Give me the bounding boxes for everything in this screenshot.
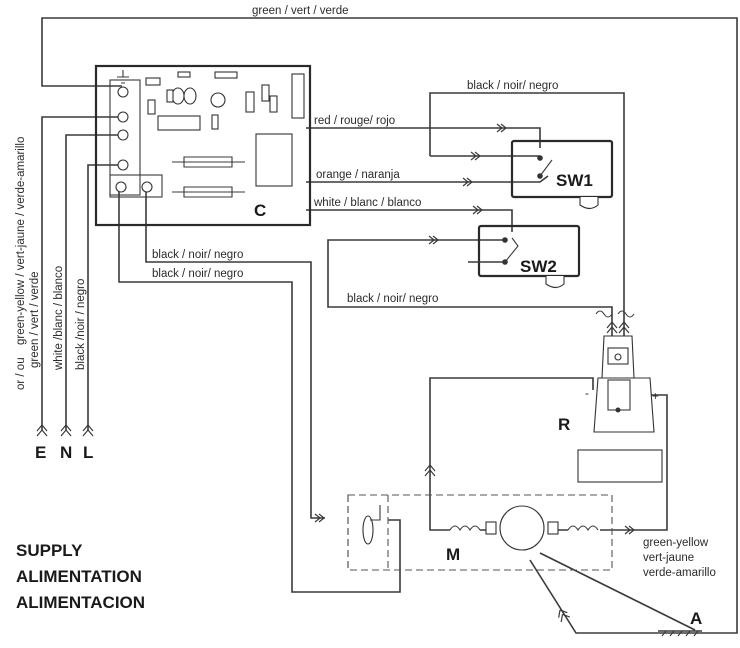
capacitor: [183, 87, 197, 105]
diode: [211, 114, 219, 130]
rectifier-minus: -: [585, 388, 589, 400]
brush-right: [547, 521, 559, 535]
label-gy-right-3: verde-amarillo: [643, 567, 716, 579]
terminal-3: [117, 129, 129, 141]
terminal-earth: E: [35, 443, 46, 462]
capacitor-block: [255, 133, 293, 187]
motor-divider: [347, 495, 389, 570]
wire-sw2-loop: [327, 239, 613, 320]
capacitor: [171, 87, 185, 105]
label-gy-left: green-yellow / vert-jaune / verde-amaril…: [15, 137, 27, 345]
rectifier-body: [593, 377, 655, 433]
rectifier-plus: +: [652, 391, 659, 403]
label-black-left: black /noir / negro: [75, 279, 87, 370]
relay: [291, 73, 305, 119]
rectifier-dot: [615, 407, 621, 413]
sw1-contact: [537, 155, 543, 161]
wire-black-c1: [145, 186, 325, 519]
sw1-lever: [539, 159, 553, 177]
resistor-large: [172, 156, 245, 168]
label-gy-right-1: green-yellow: [643, 537, 709, 549]
diode: [166, 89, 174, 103]
wire-black-top: [429, 92, 625, 320]
label-black-sw2: black / noir/ negro: [347, 293, 438, 305]
wire-red: [306, 127, 541, 148]
rectifier-base: [577, 449, 663, 483]
sw2-actuator: [545, 276, 565, 289]
switch2-box: [477, 224, 581, 278]
label-black-top: black / noir/ negro: [467, 80, 558, 92]
label-green-top: green / vert / verde: [252, 5, 349, 17]
wire-supply-live: [87, 164, 122, 430]
resistor-large: [172, 186, 245, 198]
earth-symbol-icon: [117, 70, 129, 84]
ic-chip: [157, 115, 201, 131]
terminal-1: [117, 86, 129, 98]
switch1-box: [510, 139, 614, 199]
terminal-4: [117, 159, 129, 171]
wire-gy-right: [539, 552, 696, 631]
diode: [261, 84, 270, 102]
ground-hatch-icon: [661, 630, 699, 637]
wire-green-top: [41, 17, 738, 634]
terminal-2: [117, 111, 129, 123]
terminal-neutral: N: [60, 443, 72, 462]
field-coil-right: [567, 525, 599, 532]
label-orange: orange / naranja: [316, 169, 400, 181]
sw1-actuator: [579, 197, 599, 210]
supply-title-en: SUPPLY: [16, 541, 83, 560]
ground-label: A: [690, 609, 702, 628]
label-black-c2: black / noir/ negro: [152, 268, 243, 280]
resistor: [145, 77, 161, 86]
resistor: [214, 71, 238, 79]
wire-rect-minus: [429, 377, 594, 531]
label-gy-right-2: vert-jaune: [643, 552, 694, 564]
rectifier-label: R: [558, 415, 570, 434]
diode: [269, 95, 278, 113]
supply-title-fr: ALIMENTATION: [16, 567, 142, 586]
motor-label: M: [446, 545, 460, 564]
label-white-left: white /blanc / blanco: [53, 266, 65, 371]
terminal-5: [115, 181, 127, 193]
thermal-switch-lead: [370, 505, 381, 521]
motor-armature: [499, 505, 545, 551]
label-red: red / rouge/ rojo: [314, 115, 395, 127]
field-coil-left: [449, 525, 481, 532]
controller-box: [94, 64, 312, 227]
brush-left: [485, 521, 497, 535]
terminal-6: [141, 181, 153, 193]
rectifier-pin: [614, 353, 622, 361]
controller-label: C: [254, 201, 266, 220]
capacitor: [210, 92, 226, 108]
wire-white: [306, 209, 513, 232]
resistor: [177, 71, 191, 78]
wire-black-c2: [118, 186, 401, 593]
diode: [245, 91, 255, 113]
label-white: white / blanc / blanco: [313, 197, 421, 209]
label-green-left: green / vert / verde: [29, 271, 41, 368]
thermal-switch-icon: [362, 515, 374, 545]
sw2-contact: [502, 237, 508, 243]
switch1-label: SW1: [556, 171, 593, 190]
terminal-live: L: [83, 443, 93, 462]
label-or-ou: or / ou: [15, 357, 27, 390]
terminal-strip-bottom: [109, 174, 163, 198]
diode: [147, 99, 156, 115]
wire-supply-neutral: [65, 134, 122, 430]
wire-orange: [306, 175, 549, 183]
label-black-c1: black / noir/ negro: [152, 249, 243, 261]
ac-symbol-icon: [595, 310, 635, 318]
rectifier-leads: [611, 320, 625, 336]
supply-title-es: ALIMENTACION: [16, 593, 145, 612]
switch2-label: SW2: [520, 257, 557, 276]
sw2-lever: [504, 237, 519, 263]
